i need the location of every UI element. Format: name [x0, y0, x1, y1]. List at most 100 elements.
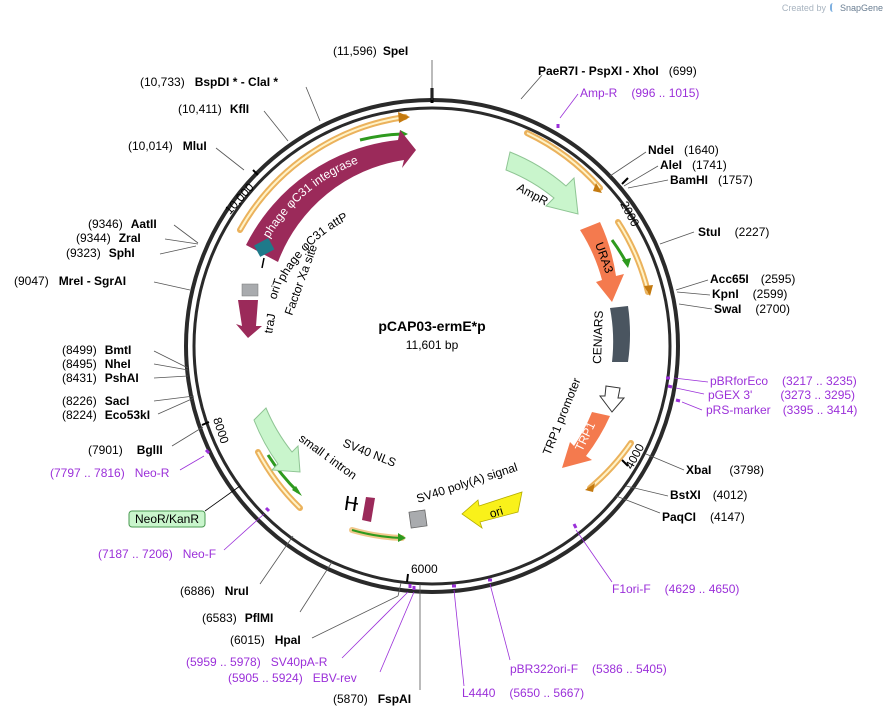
enzyme-site[interactable]: (10,411)KflI [178, 102, 289, 142]
primer-range: (3217 .. 3235) [782, 374, 857, 388]
snapgene-logo-icon [829, 3, 838, 12]
enzyme-name: SphI [109, 246, 135, 260]
enzyme-position: (8495) [62, 357, 97, 371]
ura3-arrow[interactable] [580, 222, 624, 302]
enzyme-site[interactable]: (10,733)BspDI * - ClaI * [140, 75, 321, 122]
enzyme-site[interactable]: BamHI(1757) [627, 173, 753, 189]
enzyme-position: (2595) [761, 272, 796, 286]
enzyme-leader [157, 397, 195, 415]
primer-mark [667, 384, 673, 389]
enzyme-site[interactable]: (8431)PshAI [62, 371, 189, 385]
svg-text:SwaI(2700): SwaI(2700) [714, 302, 790, 316]
enzyme-site[interactable]: SwaI(2700) [678, 302, 790, 316]
enzyme-site[interactable]: XbaI(3798) [645, 453, 764, 477]
svg-text:(5870)FspAI: (5870)FspAI [333, 692, 411, 706]
primer-site[interactable]: pGEX 3'(3273 .. 3295) [667, 384, 855, 402]
primer-site[interactable]: Amp-R(996 .. 1015) [556, 86, 699, 128]
primer-site[interactable]: (5905 .. 5924)EBV-rev [228, 586, 416, 685]
enzyme-site[interactable]: (8495)NheI [62, 357, 189, 371]
svg-text:(7187 .. 7206)Neo-F: (7187 .. 7206)Neo-F [98, 547, 216, 561]
enzyme-site[interactable]: KpnI(2599) [676, 287, 787, 301]
primer-site[interactable]: (7797 .. 7816)Neo-R [50, 448, 211, 480]
enzyme-site[interactable]: (9323) SphI [66, 245, 197, 260]
neokan-leader [204, 485, 241, 512]
primer-site[interactable]: (7187 .. 7206)Neo-F [98, 506, 271, 561]
traj-arrow[interactable] [236, 300, 262, 338]
enzyme-position: (8431) [62, 371, 97, 385]
enzyme-position: (9323) [66, 246, 101, 260]
primer-mark [204, 448, 211, 455]
enzyme-site[interactable]: (5870)FspAI [333, 584, 421, 706]
integrase-arrow[interactable] [246, 130, 416, 262]
enzyme-name: SpeI [383, 44, 408, 58]
enzyme-site[interactable]: AleI(1741) [623, 158, 727, 187]
grey-marker-sv40 [408, 509, 428, 529]
enzyme-site[interactable]: (9344)ZraI [76, 231, 199, 245]
enzyme-site[interactable]: (10,014)MluI [128, 139, 245, 171]
primer-leader [453, 589, 465, 687]
ampr-arrow[interactable] [505, 151, 579, 215]
enzyme-name: BmtI [105, 343, 132, 357]
primer-site[interactable]: pRS-marker(3395 .. 3414) [675, 398, 857, 417]
primer-site[interactable]: pBR322ori-F(5386 .. 5405) [488, 578, 667, 676]
enzyme-site[interactable]: (9047)MreI - SgrAI [14, 274, 191, 291]
primer-range: (996 .. 1015) [631, 86, 699, 100]
enzyme-site[interactable]: (6015)HpaI [230, 582, 402, 647]
enzyme-site[interactable]: (8499) BmtI [62, 343, 189, 369]
svg-text:(7797 .. 7816)Neo-R: (7797 .. 7816)Neo-R [50, 466, 170, 480]
svg-text:PaqCI(4147): PaqCI(4147) [662, 510, 745, 524]
enzyme-site[interactable]: (9346)AatII [88, 217, 199, 244]
enzyme-leader [623, 165, 659, 187]
enzyme-position: (2700) [755, 302, 790, 316]
enzyme-name: AleI [660, 158, 682, 172]
enzyme-site[interactable]: Acc65I(2595) [675, 272, 796, 291]
primer-site[interactable]: F1ori-F(4629 .. 4650) [572, 523, 739, 596]
orf-arcs [237, 112, 653, 542]
neokan-badge-box[interactable] [128, 510, 206, 528]
feature-ori[interactable]: ori [461, 491, 523, 530]
enzyme-site[interactable]: PaqCI(4147) [615, 495, 745, 524]
enzyme-leader [171, 426, 204, 447]
tick-label-6000: 6000 [411, 562, 438, 576]
neokan-badge[interactable]: NeoR/KanR [128, 485, 241, 528]
primer-site[interactable]: L4440(5650 .. 5667) [452, 584, 584, 700]
enzyme-position: (8499) [62, 343, 97, 357]
trp1-promoter-arrow[interactable] [599, 385, 626, 413]
enzyme-leader [164, 238, 199, 245]
enzyme-site[interactable]: StuI(2227) [659, 225, 769, 245]
svg-text:(7901)BglII: (7901)BglII [88, 443, 163, 457]
ori-arrow[interactable] [461, 491, 523, 530]
feature-integrase[interactable]: phage φC31 integrase [246, 130, 416, 262]
enzyme-site[interactable]: BstXI(4012) [625, 485, 747, 502]
trp1-arrow[interactable] [562, 412, 610, 468]
primer-site[interactable]: pBRforEco(3217 .. 3235) [666, 374, 857, 388]
orf-arrowhead-ampr [593, 183, 602, 193]
enzyme-site[interactable]: (6886)NruI [180, 535, 294, 598]
feature-trp1[interactable]: TRP1 [562, 412, 610, 468]
attp-box[interactable] [254, 237, 275, 257]
enzyme-leader [627, 179, 669, 189]
enzyme-site[interactable]: PaeR7I - PspXI - XhoI(699) [520, 64, 697, 100]
enzyme-site[interactable]: NdeI(1640) [609, 143, 719, 177]
orf-arc-integrase-core [239, 116, 406, 231]
enzyme-name: BspDI * - ClaI * [195, 75, 279, 89]
enzyme-site[interactable]: (6583)PflMI [202, 561, 333, 625]
feature-ampr[interactable]: AmpR [505, 151, 579, 215]
svg-text:(9346)AatII: (9346)AatII [88, 217, 157, 231]
enzyme-name: KflI [230, 102, 249, 116]
primer-leader [575, 529, 613, 583]
enzyme-site[interactable]: (8226)SacI [62, 394, 195, 408]
svg-text:(6886)NruI: (6886)NruI [180, 584, 249, 598]
enzyme-site[interactable]: (11,596)SpeI [333, 44, 433, 100]
feature-ura3[interactable]: URA3 [580, 222, 624, 302]
plasmid-name: pCAP03-ermE*p [378, 318, 485, 334]
enzyme-leader [259, 535, 294, 585]
primer-site[interactable]: (5959 .. 5978)SV40pA-R [186, 584, 412, 669]
primer-name: Neo-R [135, 466, 170, 480]
enzyme-site[interactable]: (8224)Eco53kI [62, 397, 195, 422]
cenars-box[interactable] [610, 306, 631, 362]
sv40-nls-box[interactable] [362, 497, 375, 522]
smallt-arrow[interactable] [253, 407, 301, 473]
enzyme-site[interactable]: (7901)BglII [88, 426, 204, 457]
